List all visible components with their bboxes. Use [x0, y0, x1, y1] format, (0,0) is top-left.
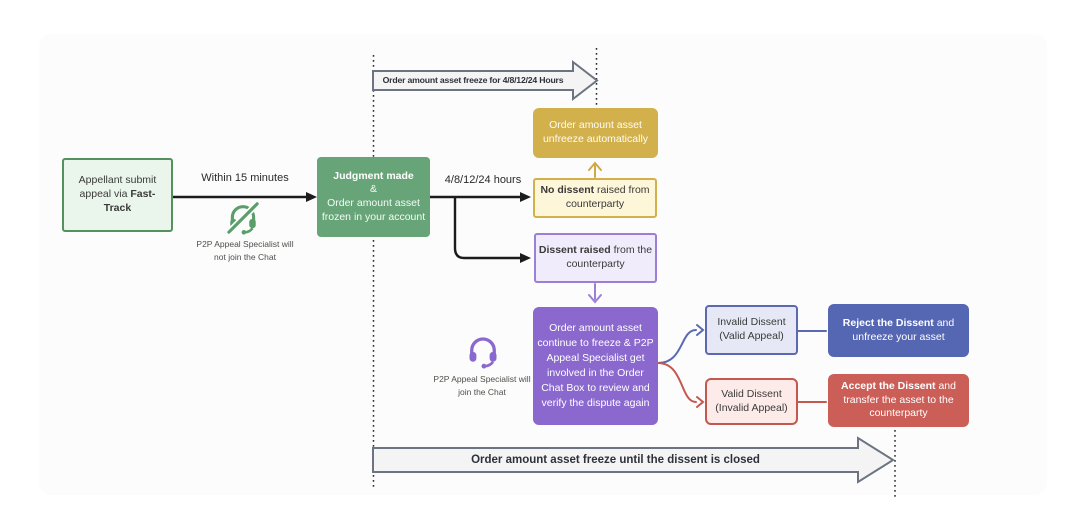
hours-label: 4/8/12/24 hours — [444, 174, 522, 186]
specialist-not-join-caption: P2P Appeal Specialist will not join the … — [196, 239, 294, 263]
connector-continue-to-valid — [657, 362, 827, 408]
judgment-body: Order amount asset frozen in your accoun… — [321, 197, 426, 223]
continue-freeze-node: Order amount asset continue to freeze & … — [533, 307, 658, 425]
valid-dissent-node: Valid Dissent (Invalid Appeal) — [705, 378, 798, 425]
connector-continue-to-invalid — [657, 324, 827, 364]
dissent-raised-text: Dissent raised from the counterparty — [538, 244, 653, 270]
arrow-judgment-to-no-dissent — [430, 192, 531, 202]
appellant-text: Appellant submit appeal via Fast-Track — [78, 174, 157, 214]
headset-icon — [464, 333, 502, 369]
judgment-title: Judgment made — [333, 169, 414, 182]
arrow-appellant-to-judgment — [173, 192, 317, 202]
accept-text: Accept the Dissent and transfer the asse… — [841, 379, 956, 420]
bottom-freeze-banner-shape — [372, 436, 895, 484]
top-freeze-banner-label: Order amount asset freeze for 4/8/12/24 … — [382, 75, 564, 85]
reject-text: Reject the Dissent and unfreeze your ass… — [842, 316, 955, 343]
reject-dissent-node: Reject the Dissent and unfreeze your ass… — [828, 304, 969, 357]
arrow-no-dissent-to-unfreeze — [588, 161, 602, 178]
judgment-amp: & — [369, 183, 377, 196]
arrow-judgment-to-dissent — [453, 197, 531, 263]
bottom-freeze-banner-label: Order amount asset freeze until the diss… — [471, 454, 760, 466]
arrow-dissent-to-continue — [588, 283, 602, 304]
accept-dissent-node: Accept the Dissent and transfer the asse… — [828, 374, 969, 427]
dissent-raised-node: Dissent raised from the counterparty — [534, 233, 657, 283]
no-dissent-text: No dissent raised from counterparty — [540, 184, 650, 210]
invalid-dissent-node: Invalid Dissent (Valid Appeal) — [705, 305, 798, 355]
appellant-node: Appellant submit appeal via Fast-Track — [62, 158, 173, 232]
within-15-label: Within 15 minutes — [201, 172, 289, 184]
top-freeze-banner-shape — [372, 59, 599, 102]
headset-muted-icon — [226, 201, 260, 235]
unfreeze-auto-node: Order amount asset unfreeze automaticall… — [533, 108, 658, 158]
specialist-join-caption: P2P Appeal Specialist will join the Chat — [433, 374, 531, 398]
no-dissent-node: No dissent raised from counterparty — [533, 178, 657, 218]
judgment-node: Judgment made & Order amount asset froze… — [317, 157, 430, 237]
